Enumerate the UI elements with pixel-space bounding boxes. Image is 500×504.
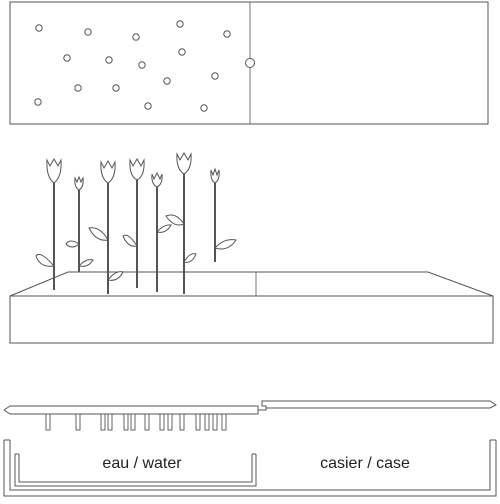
- stem: [76, 414, 80, 430]
- stem: [145, 414, 149, 430]
- perspective-view: [10, 153, 493, 343]
- hole: [35, 99, 41, 105]
- leaf: [184, 254, 196, 263]
- flower: [123, 159, 144, 288]
- stem: [108, 414, 112, 430]
- hole: [36, 25, 42, 31]
- case-outline: [4, 440, 496, 496]
- tulip-head: [75, 177, 83, 190]
- top-view-peg: [246, 59, 255, 68]
- hole: [113, 85, 119, 91]
- stem: [213, 414, 217, 430]
- stem: [101, 414, 105, 430]
- stem: [131, 414, 135, 430]
- stem: [160, 414, 164, 430]
- hole: [224, 31, 230, 37]
- leaf: [123, 235, 137, 246]
- stem: [124, 414, 128, 430]
- water-label: eau / water: [102, 455, 181, 473]
- flower: [36, 159, 61, 290]
- hole: [177, 21, 183, 27]
- leaf: [157, 225, 171, 232]
- stem: [222, 414, 226, 430]
- top-view-holes: [35, 21, 230, 111]
- leaf: [166, 215, 184, 225]
- stem: [46, 414, 50, 430]
- leaf: [79, 260, 93, 267]
- hole: [179, 49, 185, 55]
- hole: [164, 78, 170, 84]
- tulip-head: [130, 159, 144, 180]
- stem: [180, 414, 184, 430]
- flower: [211, 169, 236, 262]
- hole: [64, 55, 70, 61]
- tulip-head: [211, 169, 219, 183]
- box-front-face: [10, 296, 493, 343]
- stem: [196, 414, 200, 430]
- section-view: [4, 401, 496, 496]
- stem: [205, 414, 209, 430]
- hole: [139, 62, 145, 68]
- top-view: [10, 2, 488, 124]
- hole: [85, 29, 91, 35]
- tulip-head: [47, 159, 61, 183]
- leaf: [215, 240, 236, 249]
- flower: [66, 177, 93, 272]
- case-label: casier / case: [320, 455, 410, 473]
- hole: [201, 105, 207, 111]
- leaf: [89, 228, 108, 241]
- section-plate: [4, 401, 496, 414]
- hole: [133, 34, 139, 40]
- tulip-head: [101, 161, 115, 183]
- leaf: [36, 254, 54, 266]
- hole: [106, 57, 112, 63]
- tulip-head: [177, 153, 191, 174]
- box-top-face: [10, 272, 493, 296]
- hole: [145, 103, 151, 109]
- stem: [168, 414, 172, 430]
- tulip-head: [152, 173, 162, 187]
- leaf: [66, 241, 79, 247]
- hole: [212, 73, 218, 79]
- section-stems: [46, 414, 226, 430]
- hole: [75, 85, 81, 91]
